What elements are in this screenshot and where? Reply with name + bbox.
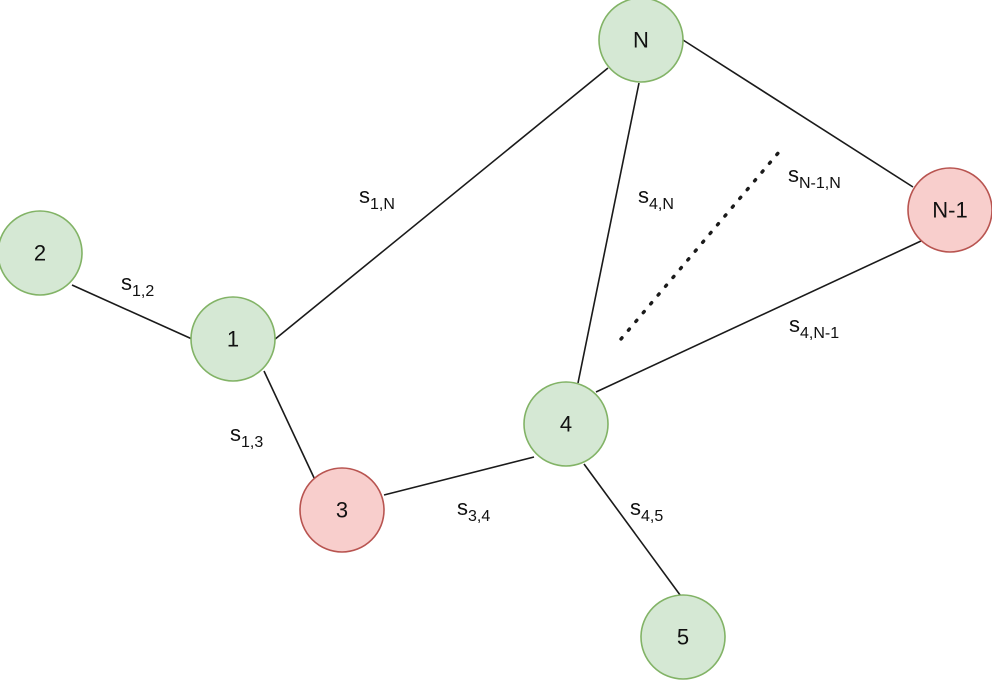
edge-label-s12: s1,2 <box>121 270 154 300</box>
node-N-label: N <box>633 28 649 53</box>
edge-label-s45-sub: 4,5 <box>641 508 664 525</box>
edge-3-4 <box>383 456 535 496</box>
edge-label-s1N: s1,N <box>359 183 395 213</box>
edge-4-5 <box>583 463 684 600</box>
edges <box>71 39 922 600</box>
edge-label-s12-sub: 1,2 <box>132 283 155 300</box>
edge-label-sN1N-sub: N-1,N <box>799 175 841 192</box>
node-N-1: N-1 <box>907 167 992 253</box>
edge-label-s45-base: s <box>630 495 641 520</box>
edge-1-3 <box>263 370 317 483</box>
edge-label-s4N-sub: 4,N <box>649 196 674 213</box>
node-N-circle <box>598 0 684 83</box>
edge-1-N <box>273 67 609 341</box>
node-5-label: 5 <box>677 625 689 650</box>
edge-label-s4N1-sub: 4,N-1 <box>800 325 840 342</box>
ellipsis-dotted-line <box>619 150 781 341</box>
node-N: N <box>598 0 684 83</box>
node-3-label: 3 <box>336 498 348 523</box>
node-5-circle <box>640 594 726 680</box>
edge-label-s13: s1,3 <box>230 421 263 451</box>
edge-label-s4N1: s4,N-1 <box>789 312 839 342</box>
node-4-circle <box>523 381 609 467</box>
edge-label-s34-sub: 3,4 <box>468 508 491 525</box>
node-3: 3 <box>299 467 385 553</box>
edge-label-s1N-sub: 1,N <box>370 196 395 213</box>
node-N-1-label: N-1 <box>932 198 967 223</box>
edge-4-N <box>577 82 640 384</box>
edge-label-sN1N-base: s <box>788 162 799 187</box>
node-4: 4 <box>523 381 609 467</box>
edge-label-s45: s4,5 <box>630 495 663 525</box>
node-2: 2 <box>0 210 83 296</box>
edge-label-s13-sub: 1,3 <box>241 434 264 451</box>
node-N-1-circle <box>907 167 992 253</box>
node-4-label: 4 <box>560 412 572 437</box>
edge-4-N-1 <box>595 240 922 393</box>
node-2-label: 2 <box>34 241 46 266</box>
edge-label-s13-base: s <box>230 421 241 446</box>
edge-label-s34-base: s <box>457 495 468 520</box>
edge-N-N-1 <box>682 39 914 188</box>
edge-label-s1N-base: s <box>359 183 370 208</box>
edge-label-s4N1-base: s <box>789 312 800 337</box>
node-1-label: 1 <box>227 327 239 352</box>
node-5: 5 <box>640 594 726 680</box>
edge-label-s4N: s4,N <box>638 183 674 213</box>
node-2-circle <box>0 210 83 296</box>
edge-2-1 <box>71 284 193 340</box>
edge-label-s34: s3,4 <box>457 495 490 525</box>
edge-label-s12-base: s <box>121 270 132 295</box>
edge-label-s4N-base: s <box>638 183 649 208</box>
node-1-circle <box>190 296 276 382</box>
node-1: 1 <box>190 296 276 382</box>
edge-label-sN1N: sN-1,N <box>788 162 841 192</box>
node-3-circle <box>299 467 385 553</box>
